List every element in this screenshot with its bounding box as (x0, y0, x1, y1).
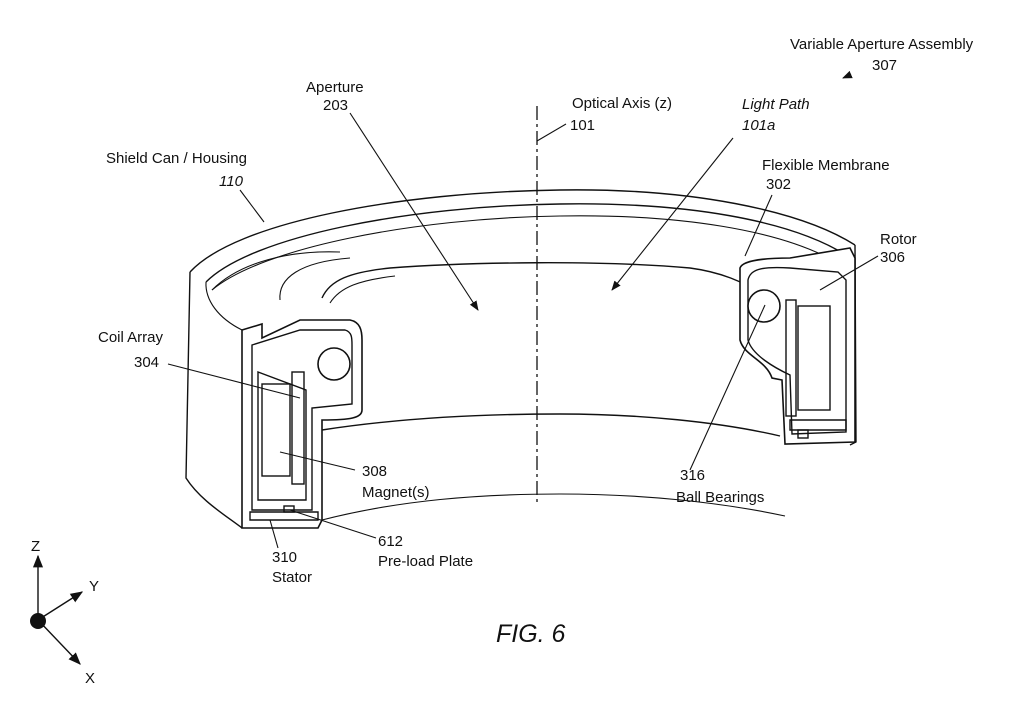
label-light-name: Light Path (742, 96, 810, 113)
inner-ring-bottom (321, 413, 781, 437)
label-assembly-name: Variable Aperture Assembly (790, 36, 974, 53)
label-shield-name: Shield Can / Housing (106, 150, 247, 167)
coordinate-triad: Z Y X (30, 538, 99, 687)
membrane-upper-curve (211, 251, 341, 291)
triad-origin (30, 613, 46, 629)
inner-ring-bottom-2 (321, 493, 786, 521)
label-rotor-num: 306 (880, 249, 905, 266)
label-coil-name: Coil Array (98, 329, 164, 346)
label-preload-num: 612 (378, 533, 403, 550)
label-stator-num: 310 (272, 549, 297, 566)
label-stator-name: Stator (272, 569, 312, 586)
label-assembly-num: 307 (872, 57, 897, 74)
axis-x-label: X (85, 670, 95, 687)
label-membrane-num: 302 (766, 176, 791, 193)
label-rotor-name: Rotor (880, 231, 917, 248)
aperture-opening-edge (321, 262, 761, 299)
label-axis-num: 101 (570, 117, 595, 134)
label-light-num: 101a (742, 117, 775, 134)
housing-inner-rim (205, 203, 847, 283)
axis-y-label: Y (89, 578, 99, 595)
label-bearing-num: 316 (680, 467, 705, 484)
label-aperture-num: 203 (323, 97, 348, 114)
label-membrane-name: Flexible Membrane (762, 157, 890, 174)
label-preload-name: Pre-load Plate (378, 553, 473, 570)
housing-left-wall (185, 271, 243, 529)
figure-title: FIG. 6 (496, 620, 566, 648)
housing-left-wall-inner (205, 281, 243, 331)
right-cross-section (739, 247, 856, 445)
label-magnet-name: Magnet(s) (362, 484, 430, 501)
label-aperture-name: Aperture (306, 79, 364, 96)
label-bearing-name: Ball Bearings (676, 489, 764, 506)
left-cross-section (241, 319, 363, 529)
label-shield-num: 110 (219, 173, 244, 190)
label-coil-num: 304 (134, 354, 159, 371)
housing-outer-rim (189, 189, 856, 273)
leader-lines (167, 70, 879, 549)
label-magnet-num: 308 (362, 463, 387, 480)
aperture-assembly-drawing (185, 106, 857, 529)
callout-labels: Variable Aperture Assembly 307 Aperture … (98, 36, 974, 586)
label-axis-name: Optical Axis (z) (572, 95, 672, 112)
axis-z-label: Z (31, 538, 40, 555)
aperture-opening-edge-lip (329, 275, 396, 304)
left-ball-bearing (317, 347, 351, 381)
membrane-lower-curve (279, 257, 351, 301)
